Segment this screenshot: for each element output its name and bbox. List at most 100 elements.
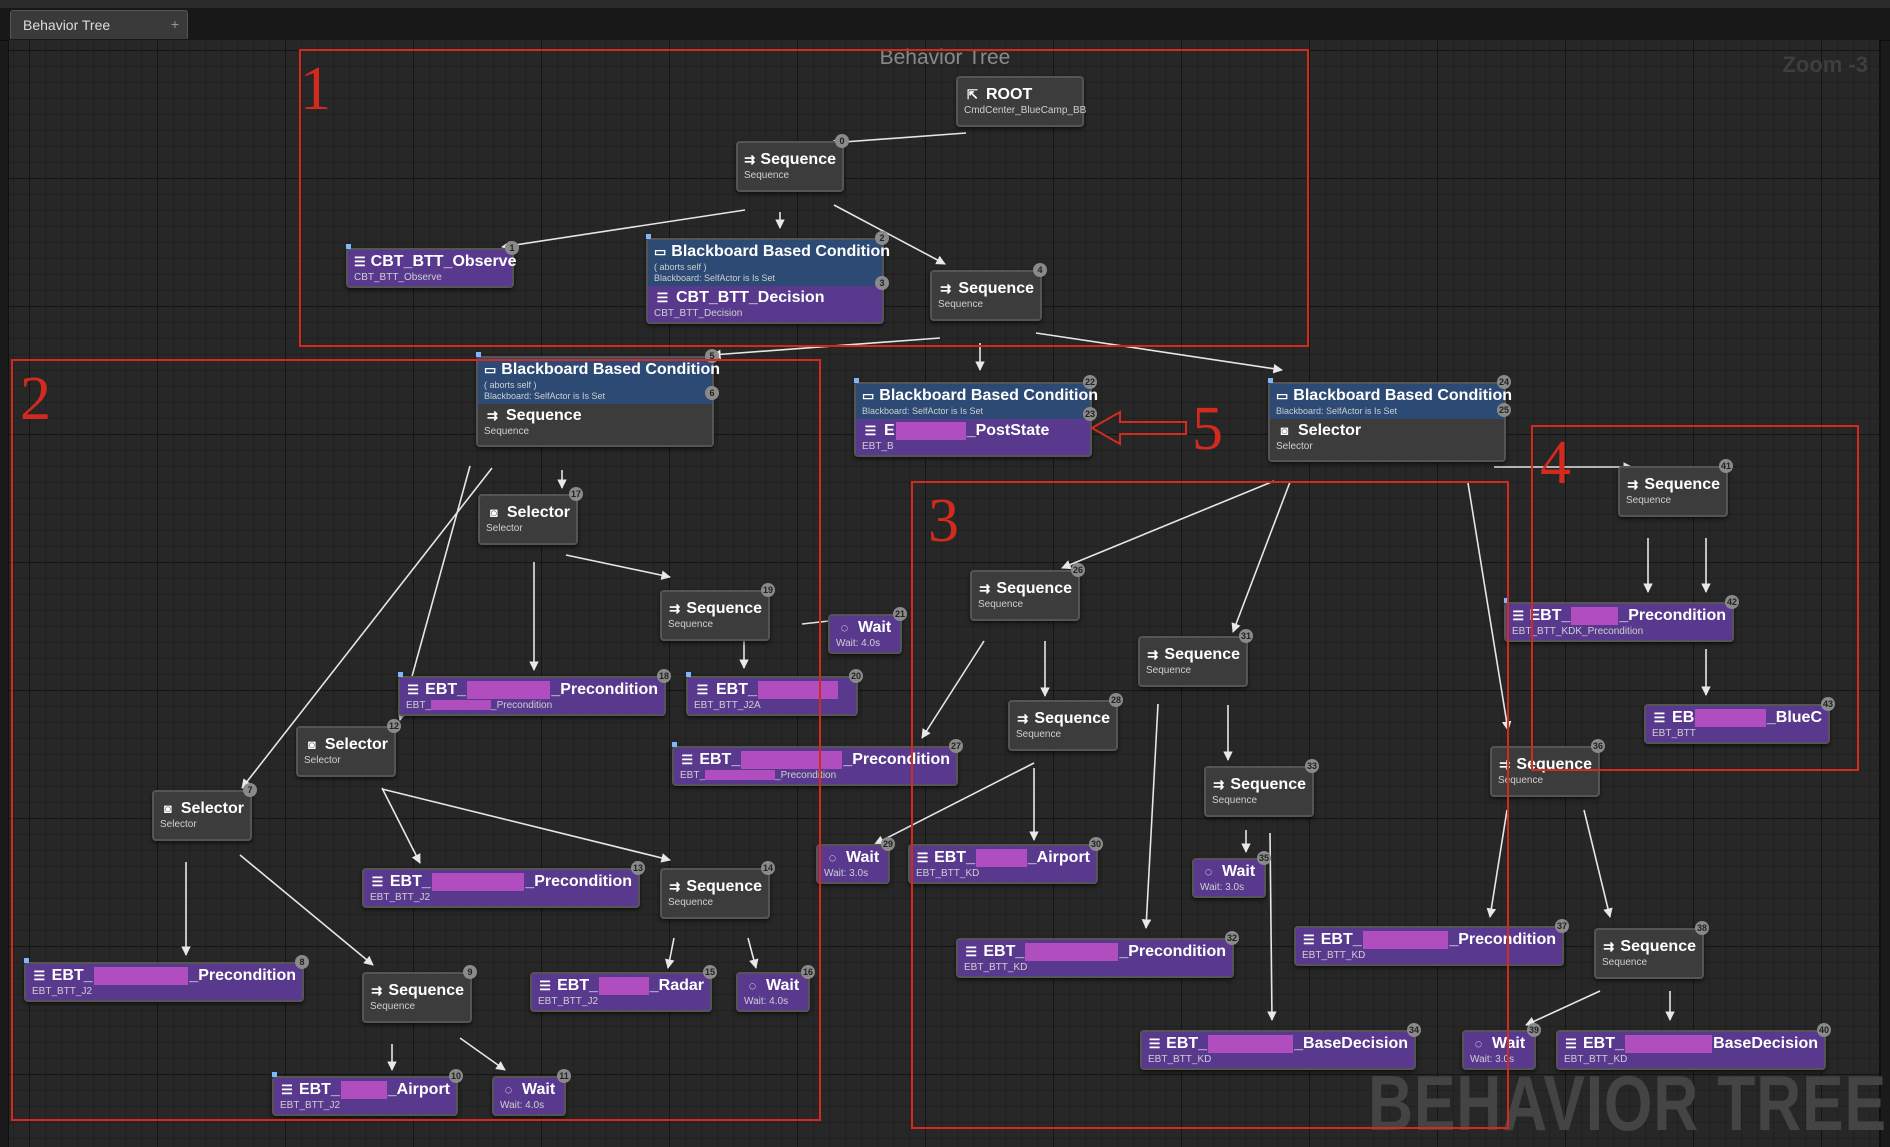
node-index: 16 xyxy=(801,965,815,979)
root-node[interactable]: ⇱ROOT CmdCenter_BlueCamp_BB xyxy=(956,76,1086,127)
node-title: BaseDecision xyxy=(1713,1035,1818,1052)
selector-node[interactable]: ◙Selector Selector 17 xyxy=(478,487,583,545)
task-node[interactable]: ☰EB_BlueC EBT_BTT 43 xyxy=(1644,697,1835,744)
tab-label: Behavior Tree xyxy=(23,17,111,33)
graph-canvas[interactable] xyxy=(8,40,1881,1147)
wait-node[interactable]: ◌Wait Wait: 3.0s 39 xyxy=(1462,1023,1541,1070)
node-title: EBT_ xyxy=(983,943,1025,960)
sequence-node[interactable]: ⇉Sequence Sequence 14 xyxy=(660,861,775,919)
task-node[interactable]: ☰EBT__Precondition EBT_BTT_KDK_Precondit… xyxy=(1504,595,1739,642)
task-icon: ☰ xyxy=(965,944,978,959)
decorator-task-node[interactable]: ▭Blackboard Based Condition Blackboard: … xyxy=(854,375,1098,457)
tab-behavior-tree[interactable]: Behavior Tree + xyxy=(10,10,188,39)
node-subtitle: CBT_BTT_Decision xyxy=(654,308,743,319)
sequence-node[interactable]: ⇉Sequence Sequence 33 xyxy=(1204,759,1319,817)
node-index: 17 xyxy=(569,487,583,501)
redacted-block xyxy=(705,770,776,781)
node-title: Wait xyxy=(858,619,892,636)
node-index: 4 xyxy=(1033,263,1047,277)
node-index: 38 xyxy=(1695,921,1709,935)
task-node[interactable]: ☰EBT_BaseDecision EBT_BTT_KD 40 xyxy=(1556,1023,1831,1070)
tab-close-icon[interactable]: + xyxy=(170,16,179,32)
node-index: 21 xyxy=(893,607,907,621)
annotation-box-4 xyxy=(1531,425,1859,771)
redacted-block xyxy=(1362,931,1449,949)
node-subtitle: _Precondition xyxy=(775,770,837,781)
node-subtitle: Wait: 3.0s xyxy=(1470,1054,1515,1065)
node-subtitle: Sequence xyxy=(744,170,790,181)
node-subtitle: Selector xyxy=(1276,441,1313,452)
decorator-sequence-node[interactable]: ▭Blackboard Based Condition ( aborts sel… xyxy=(476,349,720,447)
node-subtitle: EBT_BTT_KD xyxy=(1302,950,1366,961)
sequence-node[interactable]: ⇉Sequence Sequence 31 xyxy=(1138,629,1253,687)
task-node[interactable]: ☰EBT__BaseDecision EBT_BTT_KD 34 xyxy=(1140,1023,1421,1070)
wait-icon: ◌ xyxy=(840,620,849,635)
selector-node[interactable]: ◙Selector Selector 7 xyxy=(152,783,257,841)
task-node[interactable]: ☰EBT__Precondition EBT_BTT_KD 32 xyxy=(956,931,1239,978)
task-node[interactable]: ☰EBT__Airport EBT_BTT_KD 30 xyxy=(908,837,1103,884)
node-title: _Precondition xyxy=(525,873,632,890)
task-node[interactable]: ☰EBT_ EBT_BTT_J2A 20 xyxy=(686,669,863,716)
node-index: 26 xyxy=(1071,563,1085,577)
node-title: EBT_ xyxy=(389,873,431,890)
toolbar-strip xyxy=(0,0,1890,8)
selector-icon: ◙ xyxy=(308,737,316,752)
sequence-node[interactable]: ⇉Sequence Sequence 41 xyxy=(1618,459,1733,517)
node-subtitle: Sequence xyxy=(668,897,714,908)
pin-icon xyxy=(686,672,691,677)
task-icon: ☰ xyxy=(1512,608,1525,623)
pin-icon xyxy=(24,958,29,963)
wait-icon: ◌ xyxy=(1204,864,1213,879)
node-title: Sequence xyxy=(506,407,582,424)
task-node[interactable]: ☰EBT__Precondition EBT_BTT_J2 8 xyxy=(24,955,309,1002)
node-title: Wait xyxy=(846,849,880,866)
wait-node[interactable]: ◌Wait Wait: 3.0s 29 xyxy=(816,837,895,884)
decorator-task-node[interactable]: ▭Blackboard Based Condition ( aborts sel… xyxy=(646,231,890,324)
node-subtitle: CBT_BTT_Observe xyxy=(354,272,442,283)
node-subtitle: Selector xyxy=(160,819,197,830)
task-node[interactable]: ☰EBT__Precondition EBT_BTT_J2 13 xyxy=(362,861,645,908)
node-title: Sequence xyxy=(1164,646,1240,663)
task-node[interactable]: ☰EBT__Precondition EBT_BTT_KD 37 xyxy=(1294,919,1569,966)
sequence-node[interactable]: ⇉Sequence Sequence 28 xyxy=(1008,693,1123,751)
selector-icon: ◙ xyxy=(164,801,172,816)
sequence-node[interactable]: ⇉Sequence Sequence 26 xyxy=(970,563,1085,621)
node-subtitle: Sequence xyxy=(668,619,714,630)
selector-node[interactable]: ◙Selector Selector 12 xyxy=(296,719,401,777)
redacted-block xyxy=(975,849,1027,867)
task-node[interactable]: ☰EBT__Radar EBT_BTT_J2 15 xyxy=(530,965,717,1012)
wait-node[interactable]: ◌Wait Wait: 4.0s 21 xyxy=(828,607,907,654)
node-title: _Radar xyxy=(649,977,704,994)
node-title: ROOT xyxy=(986,86,1033,103)
wait-node[interactable]: ◌Wait Wait: 3.0s 35 xyxy=(1192,851,1271,898)
node-index: 29 xyxy=(881,837,895,851)
task-icon: ☰ xyxy=(864,423,877,438)
wait-node[interactable]: ◌Wait Wait: 4.0s 16 xyxy=(736,965,815,1012)
wait-node[interactable]: ◌Wait Wait: 4.0s 11 xyxy=(492,1069,571,1116)
task-icon: ☰ xyxy=(354,254,366,269)
task-icon: ☰ xyxy=(371,874,384,889)
sequence-icon: ⇉ xyxy=(487,408,498,423)
node-title: Blackboard Based Condition xyxy=(1293,387,1512,404)
sequence-node[interactable]: ⇉Sequence Sequence 19 xyxy=(660,583,775,641)
task-node[interactable]: ☰EBT__Precondition EBT__Precondition 18 xyxy=(398,669,671,716)
sequence-node[interactable]: ⇉Sequence Sequence 0 xyxy=(736,134,849,192)
node-subtitle: Wait: 4.0s xyxy=(744,996,789,1007)
node-subtitle: EBT_BTT xyxy=(1652,728,1696,739)
task-node[interactable]: ☰EBT__Precondition EBT__Precondition 27 xyxy=(672,739,963,786)
node-subtitle: Wait: 3.0s xyxy=(1200,882,1245,893)
node-index: 27 xyxy=(949,739,963,753)
task-node[interactable]: ☰CBT_BTT_Observe CBT_BTT_Observe 1 xyxy=(346,241,519,288)
sequence-node[interactable]: ⇉Sequence Sequence 38 xyxy=(1594,921,1709,979)
blackboard-icon: ▭ xyxy=(1276,388,1289,403)
node-subtitle: Blackboard: SelfActor is Is Set xyxy=(862,406,984,416)
node-title: EB xyxy=(1672,709,1695,726)
decorator-selector-node[interactable]: ▭Blackboard Based Condition Blackboard: … xyxy=(1268,375,1512,462)
sequence-node[interactable]: ⇉Sequence Sequence 4 xyxy=(930,263,1047,321)
task-node[interactable]: ☰EBT__Airport EBT_BTT_J2 10 xyxy=(272,1069,463,1116)
redacted-block xyxy=(895,422,966,440)
sequence-node[interactable]: ⇉Sequence Sequence 9 xyxy=(362,965,477,1023)
node-subtitle: EBT_BTT_KD xyxy=(1148,1054,1212,1065)
